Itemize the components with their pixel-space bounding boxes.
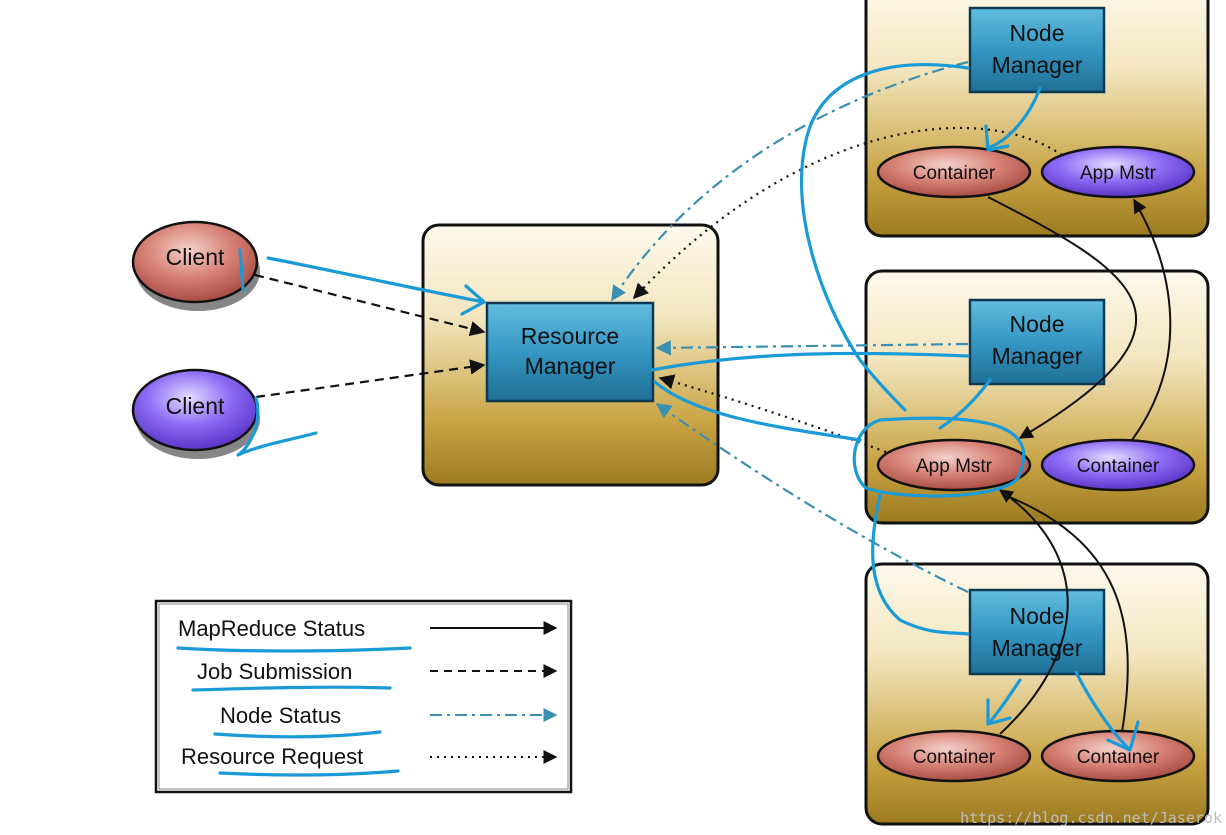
node2-container-label: Container [1077, 456, 1160, 477]
client-top-label: Client [166, 244, 225, 270]
node1-app-master: App Mstr [1040, 145, 1196, 199]
legend-label-mapreduce-status: MapReduce Status [178, 616, 365, 641]
node1-container-label: Container [913, 163, 996, 184]
mapreduce-status-arrow-node3-right [1001, 493, 1129, 733]
node-manager-3-label-1: Node [1010, 603, 1065, 629]
node3-container-right-label: Container [1077, 747, 1160, 768]
node-manager-3-label-2: Manager [992, 635, 1083, 661]
mapreduce-status-arrow-node1 [987, 196, 1137, 439]
node2-app-master: App Mstr [876, 438, 1032, 492]
watermark-text: https://blog.csdn.net/Jaserok [960, 809, 1222, 827]
node-manager-2-label-2: Manager [992, 343, 1083, 369]
node-manager-3: Node Manager [968, 588, 1106, 676]
node-manager-1-label-2: Manager [992, 52, 1083, 78]
legend-label-node-status: Node Status [220, 703, 341, 728]
resource-request-arrow-1 [632, 126, 1063, 300]
resource-manager: Resource Manager [485, 301, 655, 403]
node2-app-master-label: App Mstr [916, 456, 993, 477]
node3-container-left: Container [876, 729, 1032, 783]
node-manager-1: Node Manager [968, 6, 1106, 94]
node1-container: Container [876, 145, 1032, 199]
mapreduce-status-arrow-node3-left [998, 489, 1069, 735]
node-manager-1-label-1: Node [1010, 20, 1065, 46]
node1-app-master-label: App Mstr [1080, 163, 1157, 184]
legend-label-resource-request: Resource Request [181, 744, 363, 769]
node-status-arrow-1 [611, 60, 969, 302]
handwritten-annotations [176, 63, 1140, 777]
legend-label-job-submission: Job Submission [197, 659, 352, 684]
legend: MapReduce Status Job Submission Node Sta… [154, 599, 573, 794]
node-status-arrow-3 [655, 403, 969, 593]
node2-container: Container [1040, 438, 1196, 492]
resource-manager-label-2: Manager [525, 353, 616, 379]
job-submission-arrow-client-bottom [255, 359, 486, 399]
client-node-bottom: Client [131, 368, 260, 459]
node-manager-2-label-1: Node [1010, 311, 1065, 337]
client-bottom-label: Client [166, 393, 225, 419]
job-submission-arrow-client-top [254, 273, 486, 337]
client-node-top: Client [131, 220, 260, 311]
node3-container-right: Container [1040, 729, 1196, 783]
mapreduce-status-arrow-node2-container [1131, 198, 1172, 441]
resource-manager-label-1: Resource [521, 323, 619, 349]
node3-container-left-label: Container [913, 747, 996, 768]
node-manager-2: Node Manager [968, 298, 1106, 386]
node-status-arrow-2 [655, 340, 969, 356]
